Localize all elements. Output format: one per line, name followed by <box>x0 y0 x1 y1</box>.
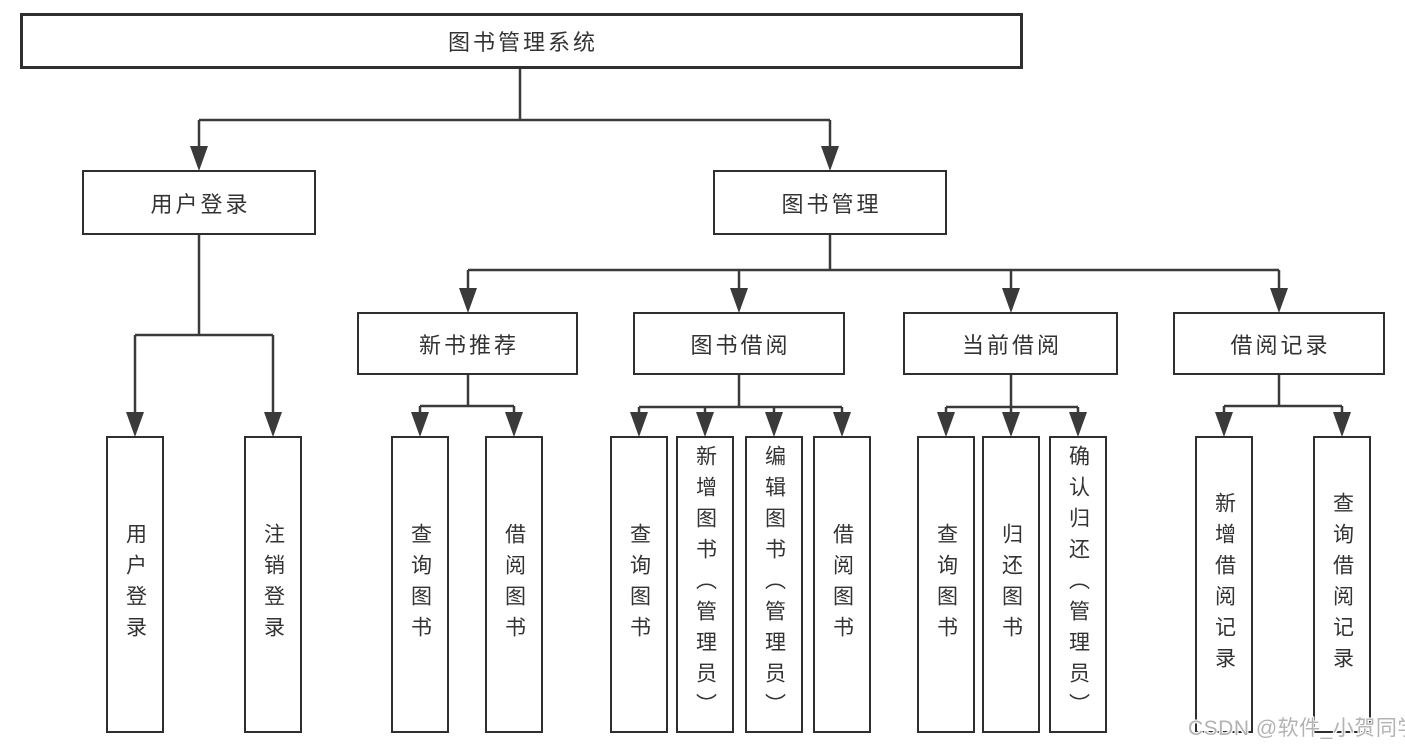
connector-borrowing-records-to-leaves <box>1215 375 1351 437</box>
node-label: 查询图书 <box>627 522 651 647</box>
connector-current-borrowing-to-leaves <box>937 375 1087 437</box>
node-label: 用户登录 <box>150 191 251 217</box>
node-label: 查询借阅记录 <box>1330 491 1354 678</box>
node-label: 新增借阅记录 <box>1212 491 1236 678</box>
connector-book-borrowing-to-leaves <box>630 375 851 437</box>
connector-root-to-level2 <box>190 68 839 171</box>
leaf-borrowing-query-books: 查询图书 <box>610 436 668 733</box>
leaf-recommend-query-books: 查询图书 <box>391 436 449 733</box>
node-label: 归还图书 <box>999 522 1023 647</box>
connector-user-login-to-leaves <box>126 235 282 437</box>
node-new-book-recommend: 新书推荐 <box>357 312 578 375</box>
leaf-user-login: 用户登录 <box>106 436 164 733</box>
node-book-borrowing: 图书借阅 <box>633 312 845 375</box>
leaf-records-query-borrow-record: 查询借阅记录 <box>1313 436 1371 733</box>
node-label: 图书管理系统 <box>447 30 598 55</box>
leaf-current-query-books: 查询图书 <box>917 436 975 733</box>
node-label: 确认归还（管理员） <box>1066 445 1090 724</box>
node-label: 注销登录 <box>261 522 285 647</box>
csdn-watermark: CSDN @软件_小贺同学 <box>1188 717 1405 740</box>
leaf-recommend-borrow-books: 借阅图书 <box>485 436 543 733</box>
node-label: 查询图书 <box>408 522 432 647</box>
node-label: 查询图书 <box>934 522 958 647</box>
node-label: 借阅图书 <box>830 522 854 647</box>
leaf-borrowing-borrow-books: 借阅图书 <box>813 436 871 733</box>
connector-book-management-to-level3 <box>459 235 1288 313</box>
node-label: 借阅记录 <box>1230 332 1331 358</box>
node-label: 图书借阅 <box>690 332 791 358</box>
leaf-borrowing-add-books-admin: 新增图书（管理员） <box>676 436 734 733</box>
node-label: 当前借阅 <box>961 332 1062 358</box>
node-user-login: 用户登录 <box>82 170 316 235</box>
leaf-logout-login: 注销登录 <box>244 436 302 733</box>
leaf-borrowing-edit-books-admin: 编辑图书（管理员） <box>745 436 803 733</box>
node-borrowing-records: 借阅记录 <box>1173 312 1385 375</box>
node-book-management: 图书管理 <box>713 170 947 235</box>
connector-new-book-recommend-to-leaves <box>411 375 523 437</box>
node-label: 借阅图书 <box>502 522 526 647</box>
node-label: 用户登录 <box>123 522 147 647</box>
node-label: 新增图书（管理员） <box>693 445 717 724</box>
node-label: 编辑图书（管理员） <box>762 445 786 724</box>
leaf-current-return-books: 归还图书 <box>982 436 1040 733</box>
node-library-management-system: 图书管理系统 <box>20 13 1023 69</box>
leaf-records-add-borrow-record: 新增借阅记录 <box>1195 436 1253 733</box>
leaf-current-confirm-return-admin: 确认归还（管理员） <box>1049 436 1107 733</box>
node-label: 图书管理 <box>781 191 882 217</box>
node-label: 新书推荐 <box>418 332 519 358</box>
node-current-borrowing: 当前借阅 <box>903 312 1118 375</box>
